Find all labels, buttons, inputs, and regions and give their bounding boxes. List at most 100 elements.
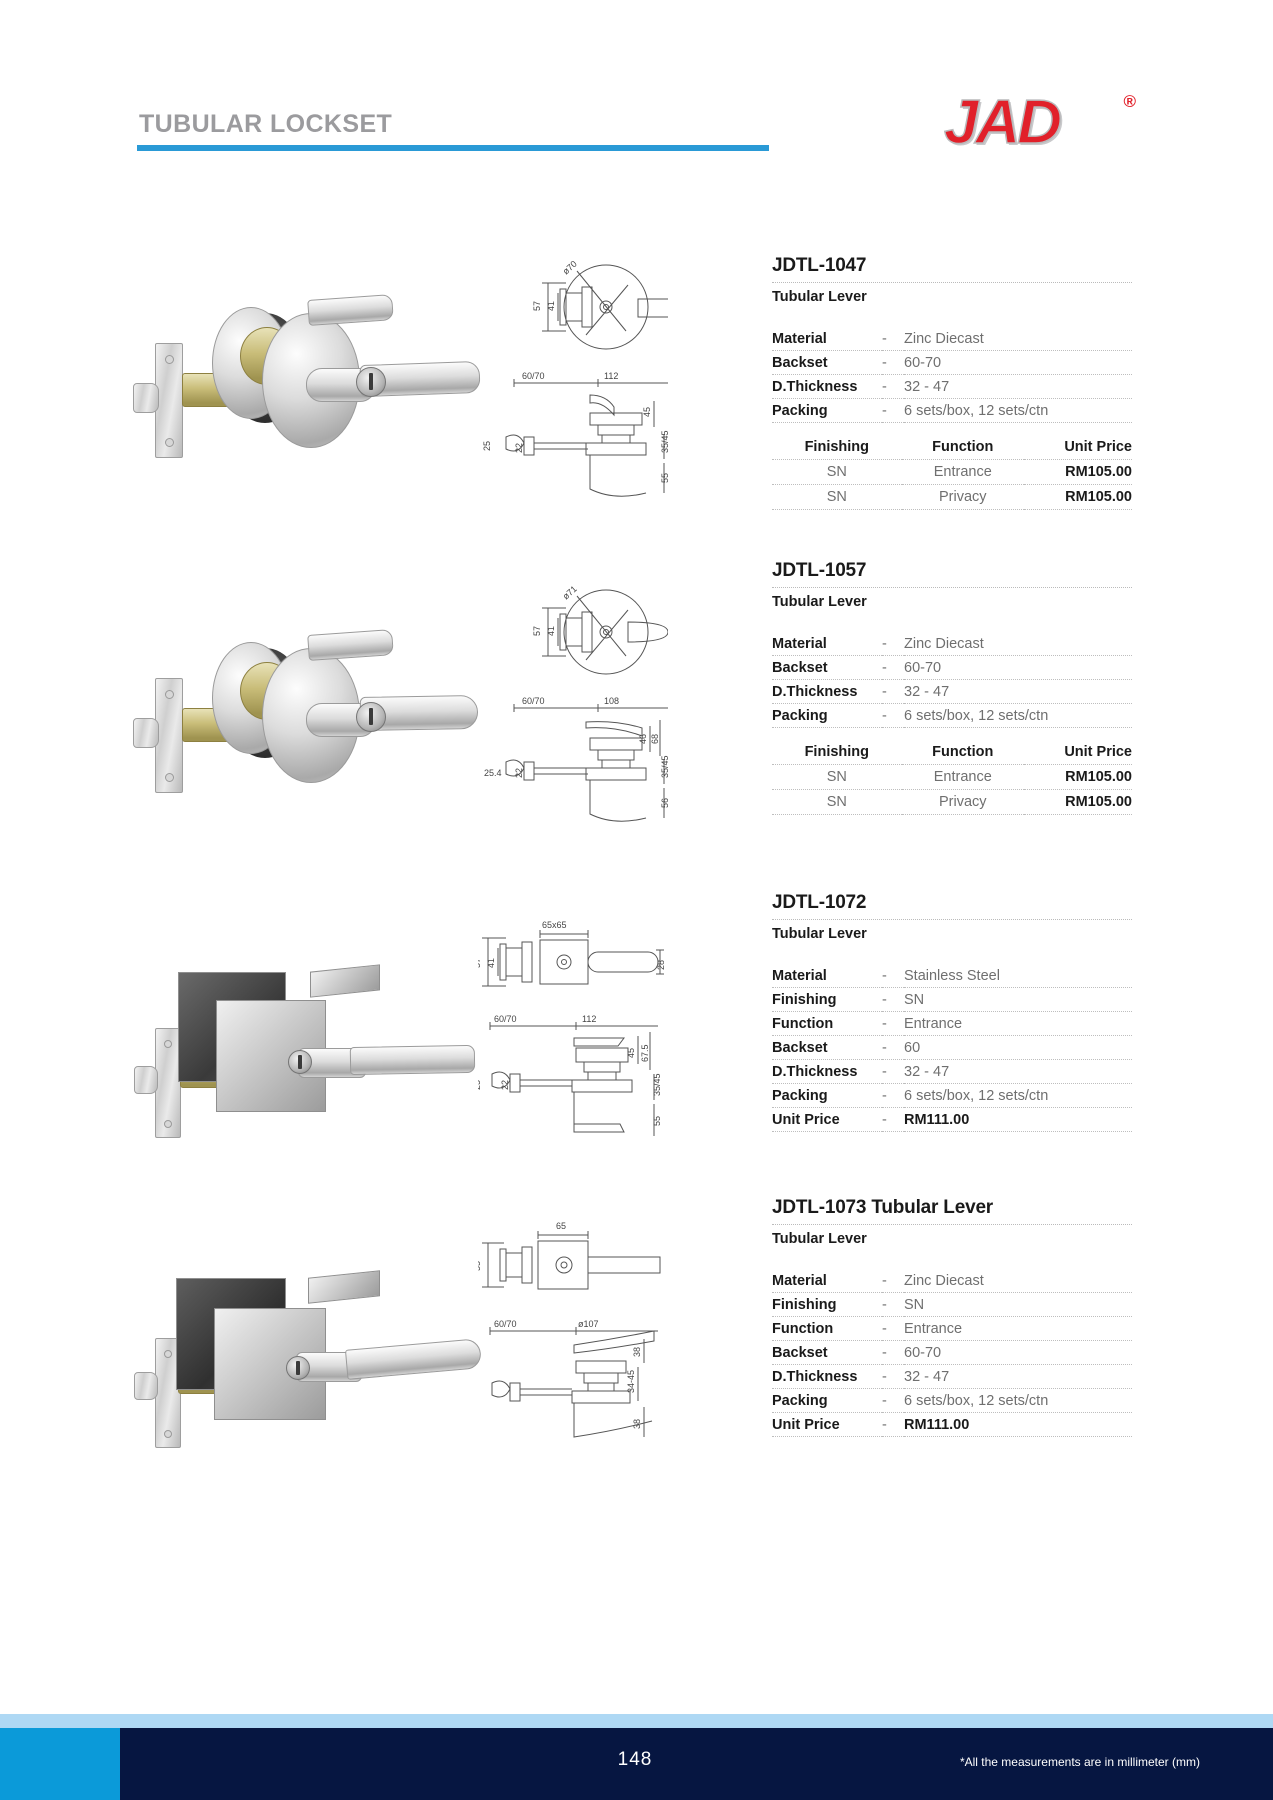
spec-dash: - <box>882 1412 904 1437</box>
spec-dash: - <box>882 327 904 351</box>
registered-trademark-icon: ® <box>1123 92 1136 111</box>
spec-value: 6 sets/box, 12 sets/ctn <box>904 703 1132 728</box>
spec-list: Material - Zinc Diecast Backset - 60-70 … <box>772 632 1132 728</box>
svg-text:38: 38 <box>632 1419 642 1429</box>
cell-function: Privacy <box>901 789 1024 815</box>
price-row: SN Privacy RM105.00 <box>772 789 1132 815</box>
svg-text:60/70: 60/70 <box>522 696 545 706</box>
svg-text:46: 46 <box>638 734 648 744</box>
sku-divider <box>772 1224 1132 1225</box>
spec-value: 6 sets/box, 12 sets/ctn <box>904 398 1132 423</box>
spec-key: Packing <box>772 398 882 423</box>
price-header-row: Finishing Function Unit Price <box>772 437 1132 460</box>
spec-value: Stainless Steel <box>904 964 1132 988</box>
svg-text:57: 57 <box>532 301 542 311</box>
svg-text:65: 65 <box>556 1221 566 1231</box>
svg-text:60/70: 60/70 <box>522 371 545 381</box>
svg-text:55: 55 <box>660 473 668 483</box>
spec-key: Material <box>772 964 882 988</box>
spec-value: 60-70 <box>904 655 1132 680</box>
spec-row: Backset - 60-70 <box>772 655 1132 680</box>
product-photo-2 <box>120 950 476 1200</box>
price-row: SN Entrance RM105.00 <box>772 764 1132 790</box>
page-number: 148 <box>617 1749 653 1770</box>
spec-key: D.Thickness <box>772 1059 882 1084</box>
spec-key: Unit Price <box>772 1107 882 1132</box>
svg-text:22: 22 <box>514 768 524 778</box>
header-divider-rule <box>137 145 769 151</box>
jad-logo: JAD ® <box>943 91 1136 155</box>
spec-value: 6 sets/box, 12 sets/ctn <box>904 1083 1132 1108</box>
spec-row: Unit Price - RM111.00 <box>772 1412 1132 1437</box>
product-block-3: 65 55 60/70 ø107 38 34-45 38 JDTL-1073 T… <box>0 1185 1273 1485</box>
svg-text:22: 22 <box>500 1080 510 1090</box>
spec-key: Backset <box>772 350 882 375</box>
spec-value: 6 sets/box, 12 sets/ctn <box>904 1388 1132 1413</box>
price-row: SN Privacy RM105.00 <box>772 484 1132 510</box>
price-row: SN Entrance RM105.00 <box>772 459 1132 485</box>
svg-text:45: 45 <box>626 1048 636 1058</box>
cell-unit-price: RM105.00 <box>1023 764 1132 790</box>
product-specs-0: JDTL-1047 Tubular Lever Material - Zinc … <box>772 255 1132 510</box>
spec-dash: - <box>882 350 904 375</box>
spec-dash: - <box>882 1388 904 1413</box>
technical-drawing-0: ø70 57 41 60/70 112 45 35/45 55 25 22 <box>478 255 668 505</box>
spec-dash: - <box>882 1083 904 1108</box>
page-title: TUBULAR LOCKSET <box>139 110 393 138</box>
sku-divider <box>772 587 1132 588</box>
col-unit-price: Unit Price <box>1023 437 1132 460</box>
spec-row: Packing - 6 sets/box, 12 sets/ctn <box>772 1388 1132 1413</box>
spec-dash: - <box>882 398 904 423</box>
spec-value: RM111.00 <box>904 1107 1132 1132</box>
product-block-0: ø70 57 41 60/70 112 45 35/45 55 25 22 JD… <box>0 255 1273 555</box>
spec-row: Packing - 6 sets/box, 12 sets/ctn <box>772 398 1132 423</box>
svg-text:41: 41 <box>546 626 556 636</box>
spec-row: D.Thickness - 32 - 47 <box>772 374 1132 399</box>
spec-dash: - <box>882 1011 904 1036</box>
cell-function: Privacy <box>901 484 1024 510</box>
spec-row: Material - Zinc Diecast <box>772 327 1132 351</box>
spec-key: Finishing <box>772 987 882 1012</box>
technical-drawing-1: ø71 57 41 60/70 108 46 68 35/45 56 25.4 … <box>478 580 668 830</box>
spec-value: 32 - 47 <box>904 1059 1132 1084</box>
spec-key: Function <box>772 1316 882 1341</box>
product-sku: JDTL-1057 <box>772 560 867 581</box>
measurement-note: *All the measurements are in millimeter … <box>959 1755 1200 1769</box>
spec-key: D.Thickness <box>772 679 882 704</box>
spec-row: Backset - 60 <box>772 1035 1132 1060</box>
spec-key: Material <box>772 632 882 656</box>
svg-text:57: 57 <box>532 626 542 636</box>
spec-dash: - <box>882 1059 904 1084</box>
spec-value: 32 - 47 <box>904 1364 1132 1389</box>
spec-dash: - <box>882 1364 904 1389</box>
footer-bar <box>0 1728 1273 1800</box>
spec-key: Backset <box>772 1340 882 1365</box>
spec-key: Backset <box>772 655 882 680</box>
product-photo-3 <box>120 1260 483 1510</box>
spec-value: RM111.00 <box>904 1412 1132 1437</box>
price-table: Finishing Function Unit Price SN Entranc… <box>772 437 1132 510</box>
sku-divider <box>772 282 1132 283</box>
spec-row: Backset - 60-70 <box>772 350 1132 375</box>
svg-text:25.4: 25.4 <box>484 768 502 778</box>
spec-value: 60-70 <box>904 1340 1132 1365</box>
cell-function: Entrance <box>901 764 1024 790</box>
svg-text:112: 112 <box>604 371 618 381</box>
spec-value: Zinc Diecast <box>904 632 1132 656</box>
footer-light-bar <box>0 1714 1273 1728</box>
spec-dash: - <box>882 1035 904 1060</box>
spec-row: Unit Price - RM111.00 <box>772 1107 1132 1132</box>
spec-dash: - <box>882 987 904 1012</box>
spec-value: Entrance <box>904 1316 1132 1341</box>
svg-text:65x65: 65x65 <box>542 920 567 930</box>
spec-row: Finishing - SN <box>772 1292 1132 1317</box>
svg-text:22: 22 <box>514 443 524 453</box>
spec-row: Finishing - SN <box>772 987 1132 1012</box>
col-function: Function <box>901 437 1024 460</box>
product-sku: JDTL-1047 <box>772 255 867 276</box>
spec-value: SN <box>904 1292 1132 1317</box>
svg-text:25: 25 <box>478 1080 482 1090</box>
spec-key: Finishing <box>772 1292 882 1317</box>
spec-dash: - <box>882 1269 904 1293</box>
svg-text:108: 108 <box>604 696 619 706</box>
